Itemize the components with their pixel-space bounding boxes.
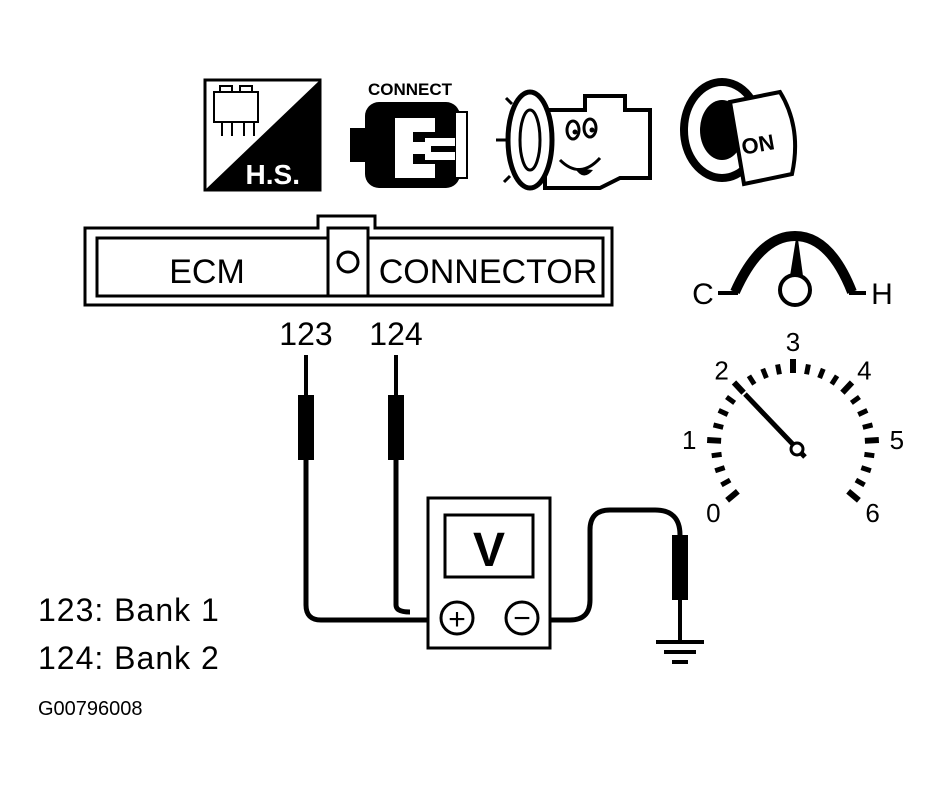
voltmeter-display: V [473,524,505,577]
engine-icon [496,89,652,191]
tach-minor-tick [717,408,729,417]
tach-label-2: 2 [714,355,728,385]
tach-hub [789,441,805,457]
tach-minor-tick [860,465,872,474]
tach-label-6: 6 [865,498,879,528]
tach-minor-tick [862,422,874,430]
tach-minor-tick [775,363,782,375]
tach-label-1: 1 [682,425,696,455]
tach-label-3: 3 [786,327,800,357]
negative-terminal [504,600,540,636]
voltmeter: V + − [426,496,552,650]
ground-icon [656,640,704,664]
connector-label: CONNECTOR [379,253,598,291]
tachometer-gauge: 0 1 2 3 4 5 6 [682,327,904,528]
tach-minor-tick [849,394,861,405]
pin-label-124: 124 [369,316,422,352]
ecm-connector: ECM CONNECTOR [83,214,614,307]
tach-minor-tick [864,451,875,459]
tach-major-tick [706,437,722,444]
tach-minor-tick [711,451,722,459]
tach-minor-tick [804,363,811,375]
tach-minor-tick [720,477,732,488]
tach-minor-tick [829,374,840,386]
tach-minor-tick [712,422,724,430]
tach-major-tick [731,380,746,395]
temperature-gauge: C H [692,230,893,311]
legend-line-2: 124: Bank 2 [38,640,220,676]
negative-terminal-label: − [513,602,531,635]
tach-minor-tick [817,367,826,380]
tach-major-tick [840,380,855,395]
temp-hot-label: H [871,278,893,311]
tach-minor-tick [857,408,869,417]
tach-label-4: 4 [857,355,871,385]
tach-major-tick [846,488,861,503]
tach-minor-tick [746,374,757,386]
harness-label: H.S. [246,159,300,190]
ignition-on-label: ON [739,129,776,159]
positive-terminal-label: + [448,603,466,636]
legend-line-1: 123: Bank 1 [38,592,220,628]
connect-icon: CONNECT [350,80,468,188]
ignition-key-icon: ON [680,78,798,187]
tach-label-0: 0 [706,498,720,528]
tach-major-tick [725,488,740,503]
tach-minor-tick [725,394,737,405]
temp-cold-label: C [692,278,714,311]
figure-id: G00796008 [38,698,143,720]
ecm-label: ECM [169,253,245,291]
tach-label-5: 5 [890,425,904,455]
tach-major-tick [864,437,880,444]
harness-connector-icon: H.S. [203,78,322,192]
tach-minor-tick [854,477,866,488]
positive-terminal [439,600,475,636]
connect-label: CONNECT [368,80,453,99]
pin-label-123: 123 [279,316,332,352]
tach-minor-tick [714,465,726,474]
probe-wires [298,355,688,640]
tach-minor-tick [760,367,769,380]
